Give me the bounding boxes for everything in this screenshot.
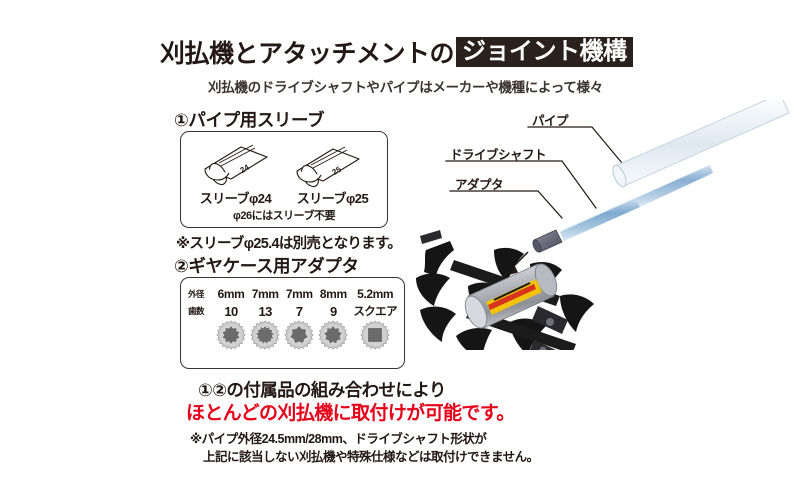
cell-teeth-1: 10 [224, 303, 238, 319]
adapter-spec-box: 外径 6mm 7mm 7mm 8mm 5.2mm 歯数 10 13 7 9 スク… [180, 277, 405, 369]
promo-line-1: ①②の付属品の組み合わせにより [198, 380, 446, 400]
splined-socket-icon [318, 320, 348, 355]
cell-outer-diameter-4: 8mm [319, 286, 347, 301]
cell-teeth-4: 9 [330, 303, 337, 319]
callout-label-pipe: パイプ [532, 114, 569, 128]
adapter-spec-table: 外径 6mm 7mm 7mm 8mm 5.2mm 歯数 10 13 7 9 スク… [187, 285, 400, 355]
adapter-icon-cell-4 [316, 320, 350, 355]
callout-label-adapter: アダプタ [455, 178, 504, 192]
page-title: 刈払機とアタッチメントの ジョイント機構 [160, 34, 633, 70]
table-row-outer-diameter: 外径 6mm 7mm 7mm 8mm 5.2mm [187, 285, 400, 302]
sleeve-25-icon: 25 [296, 146, 360, 188]
adapter-icon-cell-2 [248, 320, 282, 355]
row-label-icons-spacer [187, 320, 214, 355]
adapter-icon-cell-3 [282, 320, 316, 355]
sleeve-outer-note: ※スリーブφ25.4は別売となります。 [176, 236, 402, 252]
callout-label-drive-shaft: ドライブシャフト [450, 148, 547, 162]
disclaimer-line-2: 上記に該当しない刈払機や特殊仕様などは取付けできません。 [203, 450, 539, 465]
sleeve-labels: スリーブφ24 スリーブφ25 [181, 188, 387, 207]
page-subtitle: 刈払機のドライブシャフトやパイプはメーカーや機種によって様々 [208, 80, 603, 95]
section2-heading: ②ギヤケース用アダプタ [174, 256, 359, 276]
adapter-icon-cell-5 [350, 320, 400, 355]
adapter-icon-cell-1 [214, 320, 248, 355]
sleeve-illustration-box: 24 25 スリーブφ24 スリーブφ25 φ26にはスリーブ不要 [180, 131, 388, 228]
page-title-banner: ジョイント機構 [456, 36, 633, 68]
table-row-icons [187, 320, 400, 355]
cell-teeth-5: スクエア [353, 306, 397, 318]
sleeve-inner-note: φ26にはスリーブ不要 [233, 210, 335, 222]
sleeve-label-25: スリーブφ25 [296, 191, 369, 206]
row-label-outer-diameter: 外径 [188, 288, 205, 299]
square-socket-icon [360, 320, 390, 355]
product-photo-area: パイプ ドライブシャフト アダプタ [410, 100, 800, 350]
cell-teeth-3: 7 [295, 303, 303, 319]
section1-heading: ①パイプ用スリーブ [174, 110, 325, 130]
cell-outer-diameter-3: 7mm [285, 286, 313, 301]
table-row-teeth: 歯数 10 13 7 9 スクエア [187, 302, 400, 320]
splined-socket-icon [250, 320, 280, 355]
disclaimer-text: ※パイプ外径24.5mm/28mm、ドライブシャフト形状が 上記に該当しない刈払… [190, 430, 539, 466]
cell-teeth-2: 13 [258, 303, 273, 319]
splined-socket-icon [284, 320, 314, 355]
disclaimer-line-1: ※パイプ外径24.5mm/28mm、ドライブシャフト形状が [190, 432, 487, 446]
sleeve-figures: 24 25 [181, 139, 387, 191]
promo-line-2: ほとんどの刈払機に取付けが可能です。 [186, 403, 515, 424]
row-label-teeth: 歯数 [188, 306, 205, 316]
sleeve-24-icon: 24 [204, 144, 268, 186]
cell-outer-diameter-2: 7mm [251, 286, 279, 301]
product-photo-illustration [416, 100, 790, 350]
cell-outer-diameter-5: 5.2mm [357, 286, 394, 301]
sleeve-label-24: スリーブφ24 [199, 191, 272, 206]
cell-outer-diameter-1: 6mm [217, 286, 245, 301]
splined-socket-icon [216, 320, 246, 355]
page-title-plain: 刈払機とアタッチメントの [160, 40, 455, 68]
